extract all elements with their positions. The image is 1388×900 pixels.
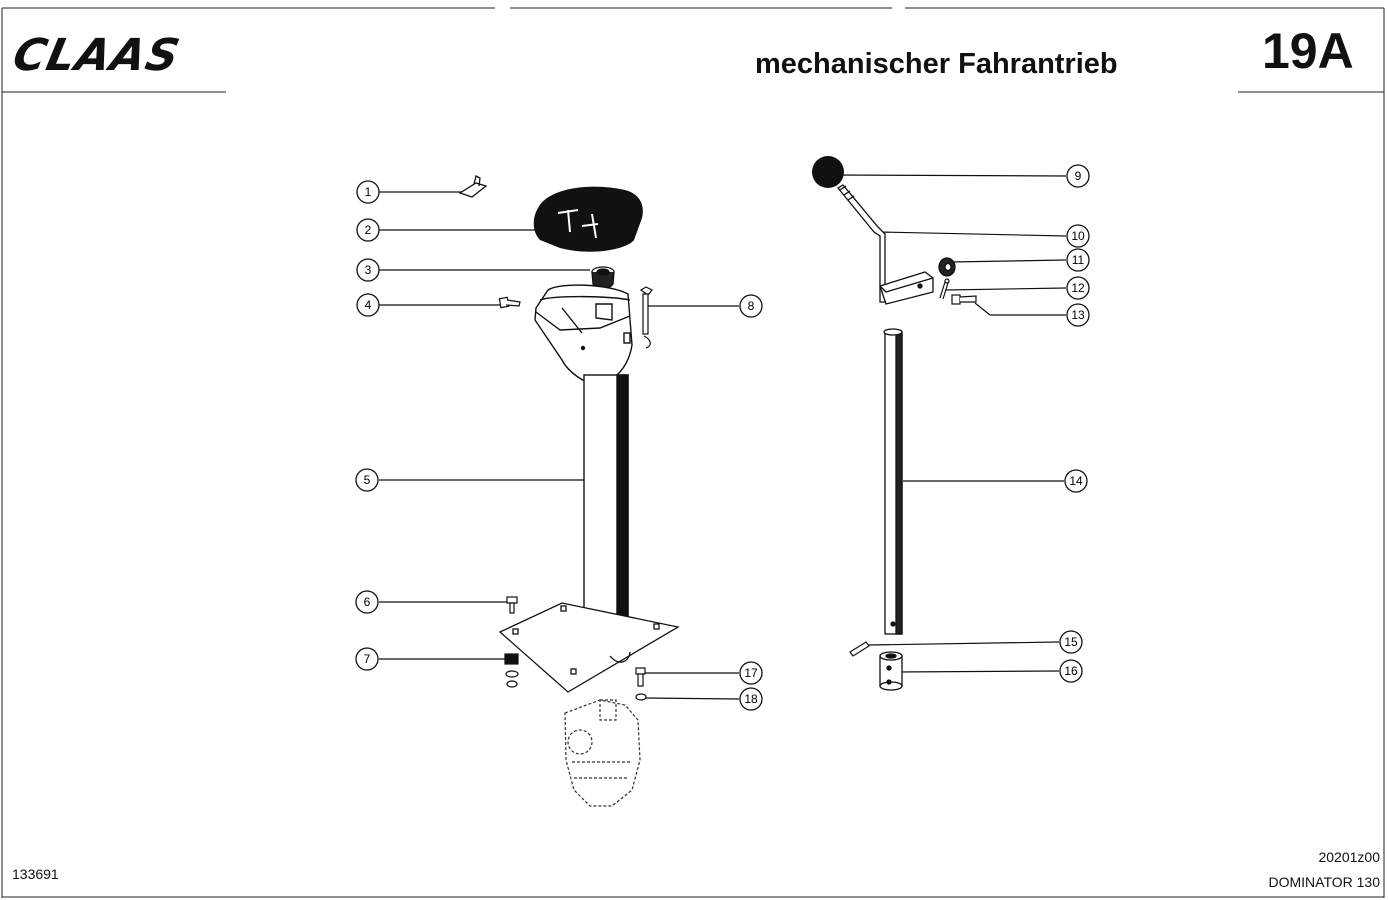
callout-label: 14	[1069, 474, 1083, 488]
frame-lines	[1, 7, 1385, 898]
callout-8: 8	[739, 294, 763, 318]
leader-lines	[379, 174, 1067, 700]
page-title: mechanischer Fahrantrieb	[755, 48, 1118, 80]
part-13-bolt	[951, 294, 977, 305]
callout-label: 3	[365, 263, 372, 277]
document-number: 133691	[12, 866, 59, 882]
callout-label: 15	[1064, 635, 1078, 649]
gearbox-outline	[564, 699, 641, 807]
model-name: DOMINATOR 130	[1268, 874, 1380, 890]
callout-label: 8	[748, 299, 755, 313]
part-9-knob	[812, 156, 844, 188]
part-8-pin	[639, 286, 653, 349]
part-6-bolt	[506, 596, 518, 614]
callout-label: 2	[365, 223, 372, 237]
part-1-clip	[458, 175, 488, 198]
part-18-washer	[635, 693, 647, 701]
callout-12: 12	[1066, 276, 1090, 300]
callout-3: 3	[356, 258, 380, 282]
callout-label: 13	[1071, 308, 1085, 322]
callout-10: 10	[1066, 224, 1090, 248]
callout-label: 4	[365, 298, 372, 312]
callout-label: 7	[364, 652, 371, 666]
callout-1: 1	[356, 180, 380, 204]
part-10-lever	[837, 184, 934, 305]
callout-label: 16	[1064, 664, 1078, 678]
callout-6: 6	[355, 590, 379, 614]
part-12-split-pin	[939, 278, 950, 300]
drawing-code: 20201z00	[1318, 849, 1380, 865]
callout-4: 4	[356, 293, 380, 317]
part-15-pin	[849, 641, 870, 657]
callout-7: 7	[355, 647, 379, 671]
callout-label: 6	[364, 595, 371, 609]
callout-label: 12	[1071, 281, 1085, 295]
callout-17: 17	[739, 661, 763, 685]
part-7-nut	[504, 653, 519, 688]
callout-label: 5	[364, 473, 371, 487]
base-plate	[498, 602, 680, 693]
callout-13: 13	[1066, 303, 1090, 327]
callout-2: 2	[356, 218, 380, 242]
part-14-rod	[883, 328, 903, 635]
page-number: 19A	[1262, 23, 1354, 79]
callout-label: 10	[1071, 229, 1085, 243]
callout-18: 18	[739, 687, 763, 711]
part-3-bushing	[591, 266, 615, 290]
part-5-column	[534, 284, 633, 642]
part-2-cover	[533, 186, 643, 252]
callout-15: 15	[1059, 630, 1083, 654]
part-16-sleeve	[879, 651, 903, 691]
callout-11: 11	[1066, 248, 1090, 272]
callout-label: 17	[744, 666, 758, 680]
part-17-bolt	[635, 667, 646, 687]
callout-label: 11	[1072, 253, 1085, 267]
callout-16: 16	[1059, 659, 1083, 683]
callout-label: 9	[1075, 169, 1082, 183]
callout-label: 18	[744, 692, 758, 706]
callout-5: 5	[355, 468, 379, 492]
part-11-washer	[938, 257, 956, 277]
callout-label: 1	[365, 185, 372, 199]
callout-14: 14	[1064, 469, 1088, 493]
callout-9: 9	[1066, 164, 1090, 188]
part-4-screw	[498, 296, 521, 309]
